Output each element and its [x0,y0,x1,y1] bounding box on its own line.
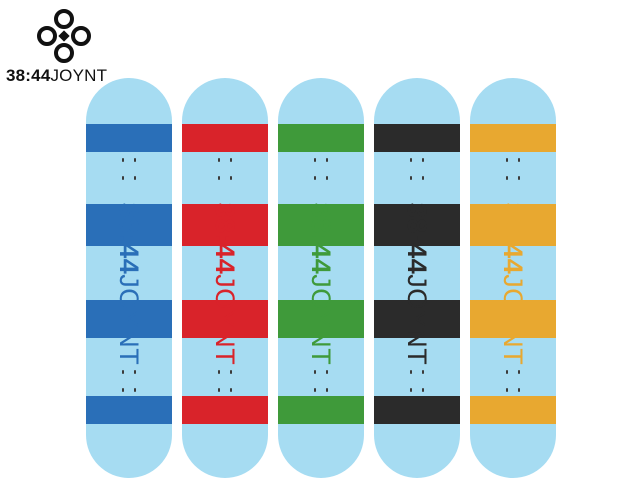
truck-bolt-holes [506,158,520,180]
skateboard-deck-lineup: 38:44JOYNT 38:44JOYNT 38:44JOYNT 38:44JO… [86,78,558,478]
deck-stripe [86,124,172,152]
deck-stripe [470,124,556,152]
deck-yellow: 38:44JOYNT [470,78,556,478]
deck-stripe [86,204,172,246]
brand-logo-block: 38:44JOYNT [6,8,130,88]
truck-bolt-holes [410,158,424,180]
deck-text-bold: 38:44 [402,202,432,275]
deck-text-light: JOYNT [114,274,144,366]
deck-blue: 38:44JOYNT [86,78,172,478]
deck-graphic-text: 38:44JOYNT [114,203,144,366]
quatrefoil-knot-icon [37,9,91,63]
deck-text-light: JOYNT [210,274,240,366]
deck-black: 38:44JOYNT [374,78,460,478]
deck-stripe [86,396,172,424]
truck-bolt-holes [314,158,328,180]
deck-stripe [374,204,460,246]
deck-stripe [278,396,364,424]
deck-text-light: JOYNT [306,274,336,366]
truck-bolt-holes [122,370,136,392]
deck-text-bold: 38:44 [306,202,336,275]
truck-bolt-holes [314,370,328,392]
truck-bolt-holes [410,370,424,392]
deck-text-light: JOYNT [498,274,528,366]
deck-stripe [278,204,364,246]
deck-green: 38:44JOYNT [278,78,364,478]
deck-stripe [470,204,556,246]
deck-stripe [278,124,364,152]
deck-graphic-text: 38:44JOYNT [498,203,528,366]
brand-name-light: JOYNT [50,66,108,85]
truck-bolt-holes [218,158,232,180]
brand-name: 38:44JOYNT [6,66,107,86]
deck-stripe [182,300,268,338]
deck-stripe [278,300,364,338]
deck-graphic-text: 38:44JOYNT [210,203,240,366]
deck-text-light: JOYNT [402,274,432,366]
deck-stripe [374,396,460,424]
truck-bolt-holes [506,370,520,392]
deck-stripe [470,300,556,338]
deck-stripe [182,204,268,246]
truck-bolt-holes [218,370,232,392]
deck-stripe [470,396,556,424]
deck-text-bold: 38:44 [210,202,240,275]
deck-text-bold: 38:44 [498,202,528,275]
deck-stripe [374,124,460,152]
deck-stripe [182,396,268,424]
deck-stripe [86,300,172,338]
deck-graphic-text: 38:44JOYNT [306,203,336,366]
deck-text-bold: 38:44 [114,202,144,275]
brand-name-bold: 38:44 [6,66,51,85]
deck-graphic-text: 38:44JOYNT [402,203,432,366]
truck-bolt-holes [122,158,136,180]
deck-stripe [374,300,460,338]
deck-stripe [182,124,268,152]
deck-red: 38:44JOYNT [182,78,268,478]
